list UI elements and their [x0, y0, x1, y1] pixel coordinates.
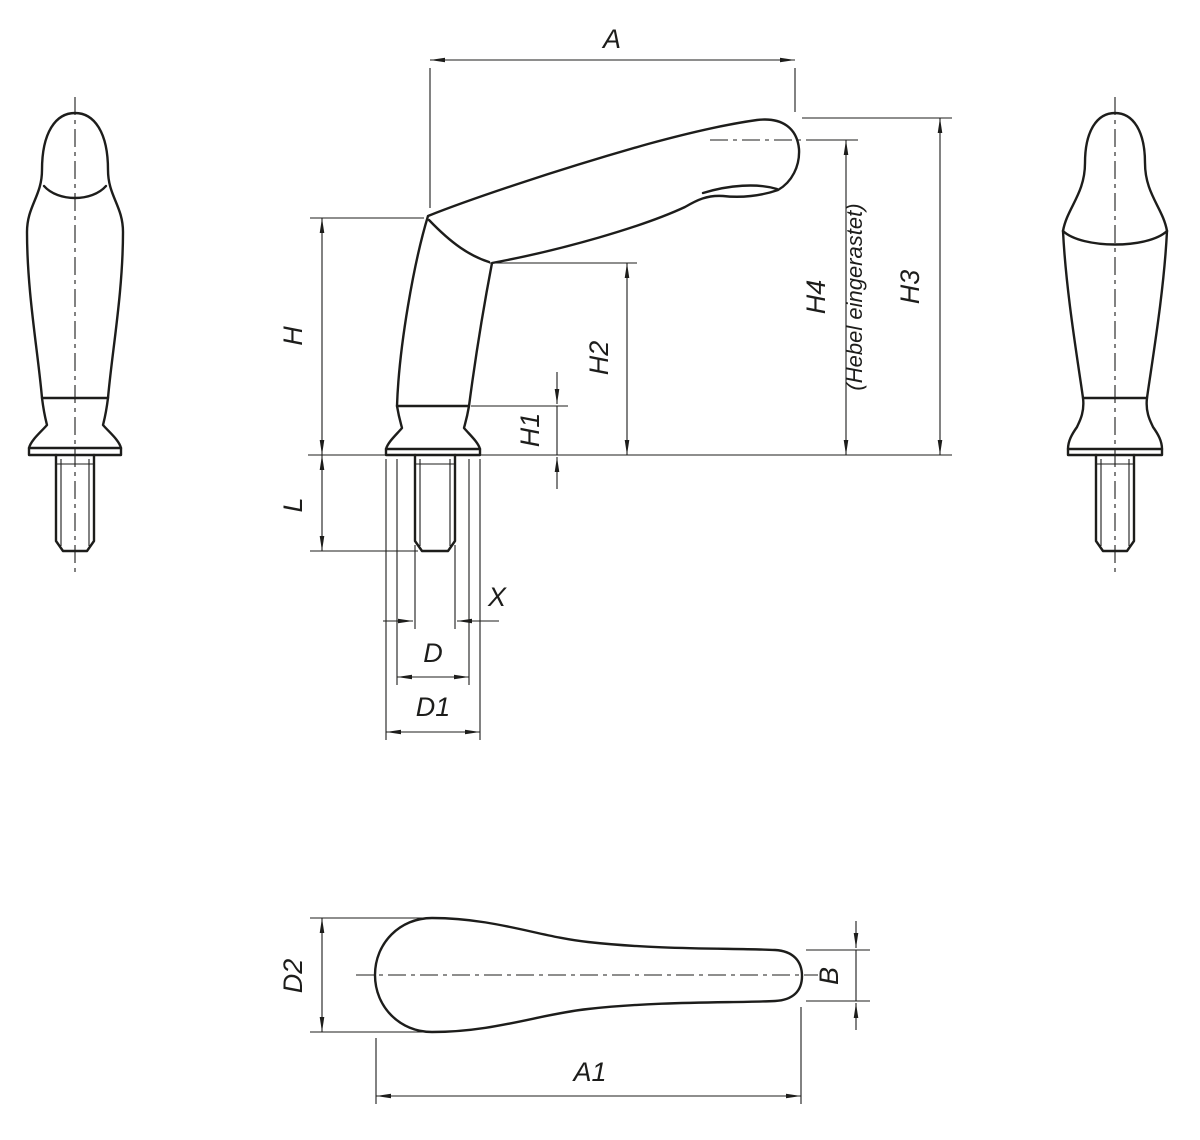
dimension-a1: A1 — [375, 1007, 802, 1104]
left-view-dome-blend-arc — [42, 184, 108, 200]
right-side-view — [1061, 97, 1169, 574]
dimension-l: L — [278, 455, 418, 552]
dim-label-h1: H1 — [515, 413, 545, 448]
dim-label-h2: H2 — [584, 341, 614, 376]
dim-label-a: A — [601, 24, 621, 54]
right-view-grip-rim-arc — [1061, 229, 1169, 246]
dim-label-l: L — [278, 497, 308, 512]
right-view-stud-outline — [1094, 453, 1136, 553]
dimension-a: A — [429, 24, 796, 208]
dim-label-b: B — [814, 967, 844, 985]
main-stud-outline — [413, 453, 457, 553]
dim-label-d: D — [423, 638, 443, 668]
dimension-h: H — [278, 217, 424, 455]
dimension-h4: H4 (Hebel eingerastet) — [801, 139, 867, 455]
dimension-x: X — [383, 545, 507, 629]
dimension-d: D — [396, 459, 470, 685]
main-view — [384, 118, 808, 553]
dim-label-h: H — [278, 326, 308, 346]
dimension-h3: H3 — [802, 117, 952, 455]
dim-label-h3: H3 — [895, 270, 925, 305]
dim-label-x: X — [487, 582, 507, 612]
dim-label-h4: H4 — [801, 280, 831, 315]
dimensions: A H L H1 H2 — [278, 24, 952, 1104]
dim-label-d1: D1 — [416, 692, 451, 722]
dim-label-h4-note: (Hebel eingerastet) — [842, 203, 867, 390]
main-lever-outline — [384, 118, 801, 457]
bottom-view-handle-outline — [373, 916, 804, 1034]
dimension-d2: D2 — [278, 917, 424, 1033]
left-view-stud-outline — [54, 453, 96, 553]
main-handle-neck-contour — [427, 218, 491, 264]
dimension-d1: D1 — [385, 459, 481, 740]
main-grip-contour — [701, 184, 779, 195]
dimension-b: B — [806, 921, 870, 1030]
dimension-h1: H1 — [471, 372, 568, 489]
dim-label-a1: A1 — [571, 1057, 606, 1087]
bottom-view — [356, 916, 818, 1034]
dimension-h2: H2 — [489, 262, 637, 455]
left-side-view — [25, 97, 125, 574]
dim-label-d2: D2 — [278, 959, 308, 994]
